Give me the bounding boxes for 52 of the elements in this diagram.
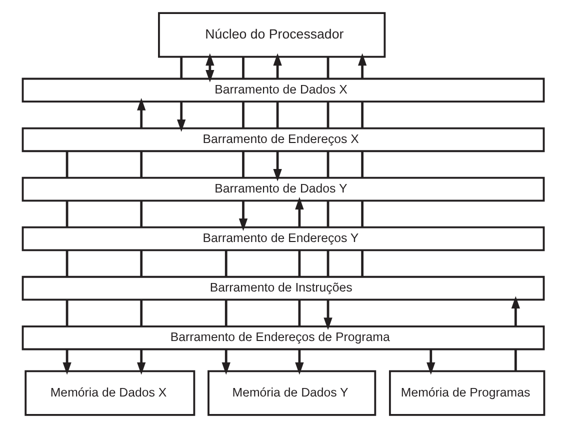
connector [140, 300, 143, 326]
connector [361, 102, 364, 128]
connector [242, 102, 244, 128]
arrow [511, 296, 520, 326]
arrow [358, 53, 367, 79]
connector [140, 250, 143, 277]
connector [140, 151, 143, 178]
connector [361, 151, 364, 178]
connector [66, 200, 68, 228]
connector [180, 56, 183, 79]
connector [276, 102, 279, 128]
connector [66, 250, 68, 277]
connector [361, 250, 364, 277]
node-box: Barramento de Dados X [22, 78, 545, 103]
connector [326, 102, 330, 128]
connector [224, 300, 228, 326]
arrow [206, 53, 214, 82]
arrow [273, 53, 282, 79]
connector [361, 200, 364, 228]
node-box: Memória de Programas [388, 370, 546, 416]
connector [326, 250, 330, 277]
arrow [62, 349, 72, 375]
arrow [295, 197, 304, 228]
arrow [238, 200, 248, 231]
connector [298, 300, 301, 326]
arrow [324, 300, 332, 330]
arrow [137, 349, 146, 375]
connector [242, 151, 244, 178]
node-box: Memória de Dados Y [208, 370, 376, 416]
node-box: Núcleo do Processador [158, 12, 386, 58]
arrow [273, 151, 282, 182]
node-box: Barramento de Dados Y [22, 176, 545, 202]
node-box: Barramento de Endereços de Programa [22, 325, 545, 350]
connector [66, 151, 68, 178]
connector [298, 250, 301, 277]
node-box: Barramento de Endereços X [22, 127, 545, 152]
connector [66, 300, 68, 326]
connector [224, 250, 228, 277]
connector [514, 349, 517, 372]
arrow [295, 349, 304, 375]
arrow [137, 98, 146, 128]
connector [326, 200, 330, 228]
connector [326, 151, 330, 178]
connector [140, 200, 143, 228]
connector [326, 56, 330, 79]
arrow [222, 349, 230, 375]
arrow [177, 102, 186, 132]
node-box: Memória de Dados X [24, 370, 196, 416]
node-box: Barramento de Instruções [22, 276, 545, 301]
node-box: Barramento de Endereços Y [22, 226, 545, 252]
connector [242, 56, 244, 79]
arrow [426, 349, 436, 375]
